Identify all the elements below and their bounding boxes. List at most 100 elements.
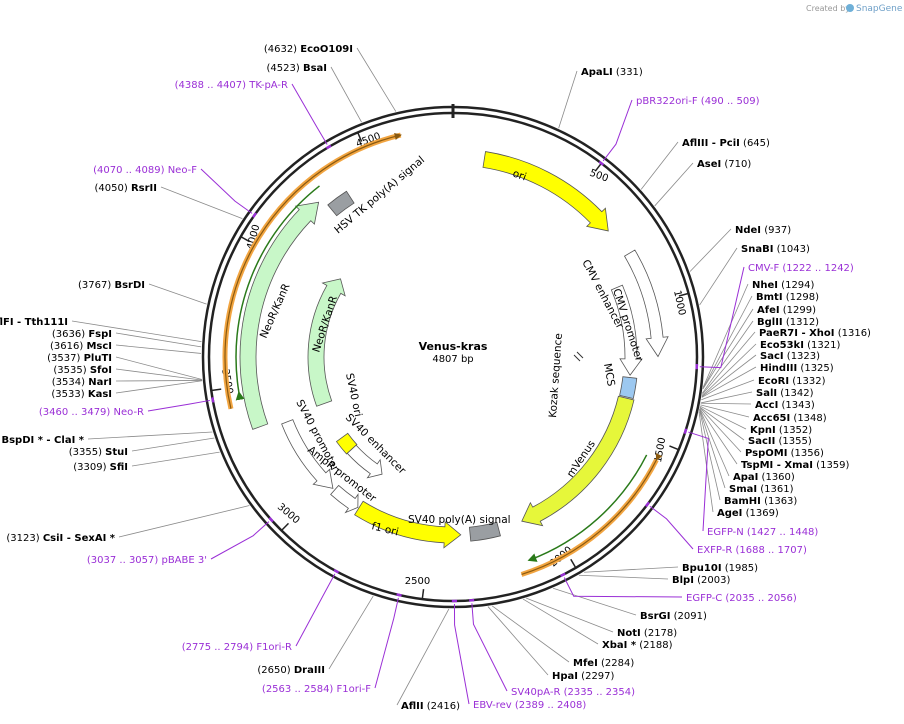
primer-label[interactable]: (2775 .. 2794) F1ori-R [182,642,292,653]
enzyme-leader [702,295,753,389]
enzyme-site-label[interactable]: NdeI (937) [735,225,791,236]
cmv-promoter-arrow [610,284,643,376]
enzyme-leader [115,380,203,394]
enzyme-site-label[interactable]: ApaLI (331) [581,67,643,78]
enzyme-site-label[interactable]: KpnI (1352) [750,425,812,436]
enzyme-site-label[interactable]: EcoRI (1332) [758,376,826,387]
enzyme-leader [160,186,243,219]
enzyme-site-label[interactable]: (3534) NarI [52,377,112,388]
mcs-box [619,376,638,400]
enzyme-site-label[interactable]: BsrGI (2091) [640,611,707,622]
enzyme-site-label[interactable]: TspMI - XmaI (1359) [741,460,850,471]
primer-leader [295,573,336,647]
enzyme-site-label[interactable]: AfeI (1299) [757,305,816,316]
credit-brand: SnapGene [856,4,903,14]
enzyme-leader [558,70,578,129]
enzyme-site-label[interactable]: (3636) FspI [52,329,112,340]
primer-label[interactable]: (2563 .. 2584) F1ori-F [262,684,371,695]
enzyme-site-label[interactable]: (3309) SfiI [73,462,128,473]
credit-prefix: Created by [806,4,850,13]
sv40-enhancer-arrow [346,444,383,479]
enzyme-site-label[interactable]: SacII (1355) [748,436,812,447]
primer-label[interactable]: pBR322ori-F (490 .. 509) [636,96,760,107]
enzyme-site-label[interactable]: AccI (1343) [755,400,815,411]
primer-site-mark [683,428,688,434]
enzyme-site-label[interactable]: SalI (1342) [756,388,814,399]
primer-label[interactable]: (3460 .. 3479) Neo-R [39,407,144,418]
primer-label[interactable]: (4070 .. 4089) Neo-F [93,165,197,176]
enzyme-site-label[interactable]: SmaI (1361) [729,484,794,495]
enzyme-site-label[interactable]: Eco53kI (1321) [760,340,840,351]
enzyme-leader [699,407,742,453]
neor-outer-arrow [239,201,320,430]
enzyme-site-label[interactable]: BlpI (2003) [672,575,730,586]
enzyme-site-label[interactable]: BmtI (1298) [756,292,819,303]
enzyme-site-label[interactable]: (3652) PflFI - Tth111I [0,317,68,328]
enzyme-site-label[interactable]: (3123) CsiI - SexAI * [6,533,115,544]
primer-label[interactable]: CMV-F (1222 .. 1242) [748,263,854,274]
enzyme-site-label[interactable]: AflIII - PciI (645) [682,138,770,149]
enzyme-site-label[interactable]: (3535) SfoI [53,365,112,376]
sv40-polya-box [468,521,501,542]
snapgene-logo-icon [846,4,854,12]
primer-label[interactable]: EBV-rev (2389 .. 2408) [473,700,586,711]
primer-label[interactable]: (4388 .. 4407) TK-pA-R [175,80,288,91]
enzyme-leader [71,320,202,343]
enzyme-site-label[interactable]: AflII (2416) [401,701,460,712]
feature-arrows [222,132,669,577]
primer-leader [453,603,470,705]
enzyme-leader [522,598,599,645]
enzyme-site-label[interactable]: (3355) StuI [69,447,128,458]
enzyme-site-label[interactable]: SnaBI (1043) [741,244,810,255]
enzyme-site-label[interactable]: PspOMI (1356) [745,448,824,459]
enzyme-leader [700,402,752,405]
enzyme-leader [702,320,754,394]
enzyme-leader [115,356,203,380]
enzyme-site-label[interactable]: AseI (710) [697,159,751,170]
enzyme-site-label[interactable]: HindIII (1325) [760,363,834,374]
enzyme-leader [702,308,754,390]
primer-label[interactable]: (3037 .. 3057) pBABE 3' [87,555,207,566]
enzyme-site-label[interactable]: BamHI (1363) [724,496,797,507]
enzyme-site-label[interactable]: (4632) EcoO109I [264,44,353,55]
enzyme-site-label[interactable]: MfeI (2284) [573,658,634,669]
enzyme-leader [118,505,250,538]
enzyme-site-label[interactable]: (3537) PluTI [47,353,112,364]
enzyme-site-label[interactable]: ApaI (1360) [733,472,795,483]
primer-label[interactable]: EGFP-N (1427 .. 1448) [707,527,818,538]
feature-label-kozak: Kozak sequence [547,333,565,418]
enzyme-leader [700,391,753,404]
enzyme-site-label[interactable]: SacI (1323) [760,351,820,362]
primer-leader [374,597,399,689]
enzyme-site-label[interactable]: XbaI * (2188) [602,640,673,651]
enzyme-site-label[interactable]: (4050) RsrII [95,183,157,194]
neor-inner-arrow [307,278,346,407]
enzyme-site-label[interactable]: Bpu10I (1985) [682,563,758,574]
enzyme-site-label[interactable]: BglII (1312) [757,317,819,328]
primer-site-mark [211,397,215,403]
primer-leader [471,603,508,692]
enzyme-site-label[interactable]: (3533) KasI [51,389,112,400]
enzyme-site-label[interactable]: (3767) BsrDI [78,280,145,291]
enzyme-site-label[interactable]: HpaI (2297) [552,671,615,682]
feature-label-mcs: MCS [601,362,617,387]
enzyme-leader [701,354,757,398]
enzyme-site-label[interactable]: (3374) BspDI * - ClaI * [0,435,85,446]
enzyme-leader [689,228,732,272]
enzyme-site-label[interactable]: Acc65I (1348) [753,413,827,424]
primer-label[interactable]: EXFP-R (1688 .. 1707) [697,545,807,556]
enzyme-site-label[interactable]: (2650) DraIII [257,665,325,676]
enzyme-site-label[interactable]: (3616) MscI [50,341,112,352]
enzyme-site-label[interactable]: PaeR7I - XhoI (1316) [759,328,871,339]
primer-label[interactable]: EGFP-C (2035 .. 2056) [686,593,797,604]
primer-site-mark [333,568,340,574]
enzyme-site-label[interactable]: (4523) BsaI [267,63,327,74]
enzyme-site-label[interactable]: NotI (2178) [617,628,677,639]
enzyme-leader [640,141,679,190]
ampr-promoter-arrow [330,484,359,514]
f1-ori-arrow [354,500,462,549]
primer-leader [210,521,270,560]
enzyme-site-label[interactable]: NheI (1294) [752,280,815,291]
enzyme-site-label[interactable]: AgeI (1369) [717,508,779,519]
primer-label[interactable]: SV40pA-R (2335 .. 2354) [511,687,635,698]
